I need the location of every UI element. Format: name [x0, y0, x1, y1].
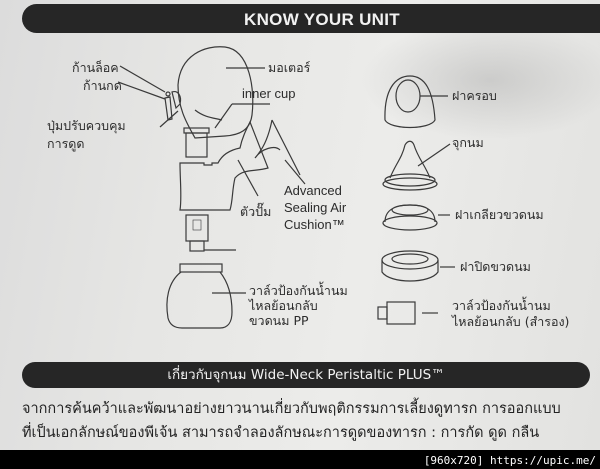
label-press-lever: ก้านกด: [83, 78, 122, 93]
air-cushion-illustration: [254, 119, 301, 176]
section-heading: เกี่ยวกับจุกนม Wide-Neck Peristaltic PLU…: [22, 362, 590, 388]
label-cushion: Advanced Sealing Air Cushion™: [284, 183, 347, 232]
screw-ring-illustration: [384, 204, 436, 223]
watermark: [960x720] https://upic.me/: [423, 454, 596, 467]
label-suction-knob: ปุ่มปรับควบคุม: [47, 118, 126, 133]
label-suction-knob-2: การดูด: [47, 136, 85, 151]
label-sealing-disc: ฝาปิดขวดนม: [460, 259, 531, 274]
hood-illustration: [384, 75, 436, 129]
label-nipple: จุกนม: [452, 135, 484, 150]
manual-page: KNOW YOUR UNIT: [0, 0, 600, 450]
nipple-illustration: [389, 140, 431, 179]
motor-illustration: [177, 46, 254, 139]
pump-body-illustration: [179, 120, 269, 211]
lever-illustration: [164, 91, 182, 121]
label-lock-lever: ก้านล็อค: [72, 60, 119, 75]
label-screw-ring: ฝาเกลียวขวดนม: [455, 207, 544, 222]
valve-illustration: [185, 214, 209, 242]
bottle-illustration: [179, 263, 223, 273]
page-title: KNOW YOUR UNIT: [22, 4, 600, 33]
label-spare-valve: วาล์วป้องกันน้ำนม ไหลย้อนกลับ (สำรอง): [452, 298, 570, 329]
parts-diagram: [117, 46, 455, 329]
spare-valve-illustration: [386, 301, 416, 325]
label-hood: ฝาครอบ: [452, 88, 497, 103]
photo-shadow: [360, 20, 600, 140]
label-pump-body: ตัวปั๊ม: [240, 204, 272, 219]
section-paragraph: จากการค้นคว้าและพัฒนาอย่างยาวนานเกี่ยวกั…: [22, 401, 561, 441]
inner-cup-illustration: [183, 127, 210, 134]
label-inner-cup: inner cup: [242, 86, 296, 101]
label-motor: มอเตอร์: [268, 60, 311, 75]
label-valve-bottle: วาล์วป้องกันน้ำนม ไหลย้อนกลับ ขวดนม PP: [249, 283, 348, 328]
